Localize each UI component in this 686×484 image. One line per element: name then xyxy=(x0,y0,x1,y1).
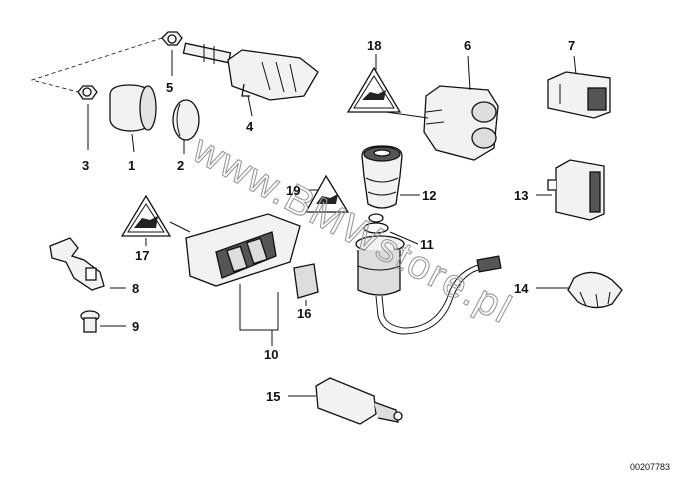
part-label-12: 12 xyxy=(422,188,436,203)
dashed-assembly-line xyxy=(30,37,163,93)
clip-part-14[interactable] xyxy=(567,271,623,309)
small-switch-part-7[interactable] xyxy=(547,71,611,119)
lighter-socket-part-11[interactable] xyxy=(355,235,502,335)
part-label-15: 15 xyxy=(266,389,280,404)
part-label-3: 3 xyxy=(82,158,89,173)
warning-label-part-19[interactable] xyxy=(304,174,350,213)
part-label-7: 7 xyxy=(568,38,575,53)
cover-part-2[interactable] xyxy=(172,99,200,141)
window-switch-panel-part-10[interactable] xyxy=(185,213,301,287)
part-label-14: 14 xyxy=(514,281,529,296)
cap-part-16[interactable] xyxy=(293,263,319,299)
relay-part-13[interactable] xyxy=(547,159,605,221)
part-labels: 5 3 1 2 4 18 6 7 12 19 11 13 14 17 8 9 1… xyxy=(82,38,575,404)
part-label-2: 2 xyxy=(177,158,184,173)
part-label-9: 9 xyxy=(132,319,139,334)
bracket-part-8[interactable] xyxy=(49,237,105,291)
hex-nut-part-3[interactable] xyxy=(77,85,98,100)
part-label-5: 5 xyxy=(166,80,173,95)
cap-part-1[interactable] xyxy=(109,84,157,132)
switch-part-4[interactable] xyxy=(182,42,319,101)
part-label-10: 10 xyxy=(264,347,278,362)
warning-label-part-18[interactable] xyxy=(346,66,402,113)
screw-part-9[interactable] xyxy=(80,310,100,333)
leader-lines xyxy=(87,50,577,397)
warning-label-part-17[interactable] xyxy=(120,194,172,237)
part-label-11: 11 xyxy=(420,237,434,252)
part-label-8: 8 xyxy=(132,281,139,296)
part-label-19: 19 xyxy=(286,183,300,198)
part-label-1: 1 xyxy=(128,158,135,173)
part-label-16: 16 xyxy=(297,306,311,321)
reference-code: 00207783 xyxy=(630,462,670,472)
spring-ring xyxy=(363,213,389,234)
part-label-18: 18 xyxy=(367,38,381,53)
double-switch-part-6[interactable] xyxy=(423,85,499,161)
part-label-13: 13 xyxy=(514,188,528,203)
part-label-6: 6 xyxy=(464,38,471,53)
part-label-17: 17 xyxy=(135,248,149,263)
hex-nut-part-5[interactable] xyxy=(161,31,183,46)
plug-part-15[interactable] xyxy=(315,377,403,425)
part-label-4: 4 xyxy=(246,119,254,134)
lighter-insert-part-12[interactable] xyxy=(361,145,403,209)
